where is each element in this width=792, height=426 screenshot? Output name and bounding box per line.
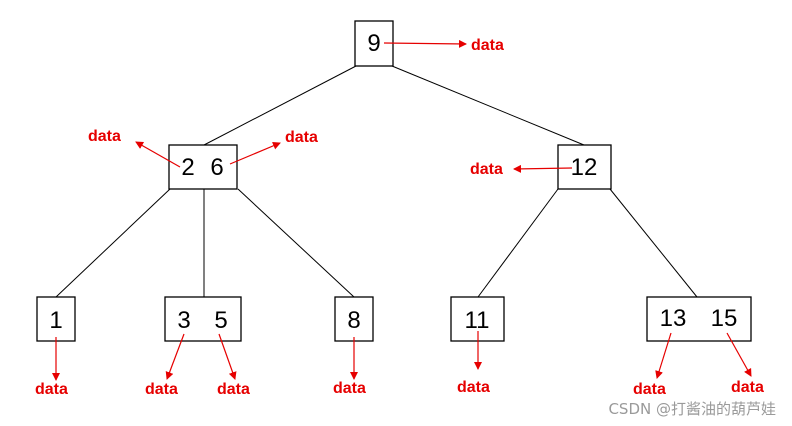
leaf-8: 8 — [334, 296, 374, 342]
data-label: data — [633, 381, 666, 398]
edge-n26-leaf8 — [237, 188, 355, 298]
leaf-3-5: 3 5 — [164, 296, 242, 342]
data-label: data — [731, 379, 764, 396]
data-pointer-arrow — [383, 39, 467, 48]
edge-root-left — [203, 65, 357, 146]
leaf-3-5-box — [164, 296, 242, 342]
tree-edges — [55, 65, 698, 298]
node-key: 11 — [465, 307, 490, 334]
data-label: data — [88, 128, 121, 145]
data-pointer-arrow — [218, 333, 237, 380]
data-label: data — [457, 379, 490, 396]
leaf-13-15-box — [646, 296, 752, 342]
data-label: data — [217, 381, 250, 398]
node-key: 9 — [367, 30, 380, 57]
node-key: 12 — [571, 154, 598, 181]
data-pointer-arrow — [135, 141, 181, 168]
node-key: 5 — [214, 307, 227, 334]
edge-n12-leaf11 — [477, 188, 559, 298]
node-12-box — [557, 144, 612, 190]
leaf-1-box — [36, 296, 76, 342]
node-key: 1 — [49, 307, 62, 334]
data-pointer-arrow — [513, 164, 573, 173]
data-pointer-arrow — [229, 142, 281, 165]
node-12: 12 — [557, 144, 612, 190]
node-key: 15 — [711, 305, 738, 332]
data-pointers — [52, 39, 752, 381]
data-pointer-arrow — [165, 333, 185, 380]
data-label: data — [285, 129, 318, 146]
data-label: data — [35, 381, 68, 398]
leaf-1: 1 — [36, 296, 76, 342]
data-pointer-arrow — [655, 332, 672, 379]
node-key: 8 — [347, 307, 360, 334]
edge-n26-leaf1 — [55, 188, 171, 298]
edge-n12-leaf1315 — [609, 188, 698, 298]
data-label: data — [145, 381, 178, 398]
data-label: data — [471, 37, 504, 54]
node-key: 13 — [660, 305, 687, 332]
data-labels: data data data data data data data data … — [35, 37, 764, 398]
node-key: 6 — [210, 154, 223, 181]
node-2-6: 2 6 — [168, 144, 238, 190]
node-key: 3 — [177, 307, 190, 334]
node-root: 9 — [354, 20, 394, 67]
node-key: 2 — [181, 154, 194, 181]
edge-root-right — [391, 65, 585, 146]
data-label: data — [333, 380, 366, 397]
data-label: data — [470, 161, 503, 178]
leaf-13-15: 13 15 — [646, 296, 752, 342]
node-2-6-box — [168, 144, 238, 190]
data-pointer-arrow — [726, 332, 752, 377]
watermark: CSDN @打酱油的葫芦娃 — [608, 400, 776, 418]
